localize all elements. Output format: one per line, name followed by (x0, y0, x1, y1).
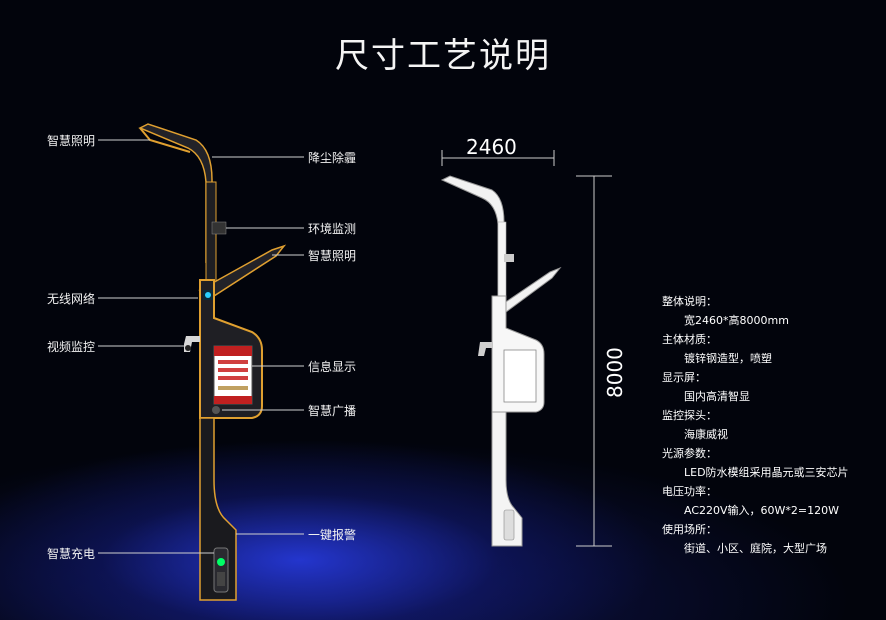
spec-heading: 电压功率： (662, 485, 717, 498)
label-smart-lighting: 智慧照明 (47, 134, 96, 148)
spec-heading: 使用场所： (662, 523, 717, 536)
label-environment-monitoring: 环境监测 (308, 222, 357, 236)
spec-value: LED防水模组采用晶元或三安芯片 (684, 466, 849, 479)
label-info-display: 信息显示 (308, 360, 357, 374)
spec-value: 镀锌钢造型，喷塑 (684, 352, 772, 365)
spec-value: AC220V输入，60W*2=120W (684, 504, 839, 517)
label-emergency-alarm: 一键报警 (308, 528, 357, 542)
page-title: 尺寸工艺说明 (335, 36, 551, 76)
label-video-surveillance: 视频监控 (47, 340, 96, 354)
spec-value: 宽2460*高8000mm (684, 314, 789, 327)
spec-value: 海康威视 (684, 428, 728, 441)
label-wireless-network: 无线网络 (47, 292, 96, 306)
label-smart-broadcast: 智慧广播 (308, 404, 357, 418)
dimension-height: 8000 (603, 347, 627, 398)
spec-heading: 监控探头： (662, 409, 717, 422)
spec-heading: 光源参数： (662, 447, 717, 460)
label-smart-lighting-2: 智慧照明 (308, 249, 357, 263)
spec-heading: 主体材质： (662, 333, 717, 346)
spec-value: 街道、小区、庭院，大型广场 (684, 542, 827, 555)
spec-list: 整体说明： 宽2460*高8000mm 主体材质： 镀锌钢造型，喷塑 显示屏： … (662, 292, 849, 558)
spec-heading: 整体说明： (662, 295, 717, 308)
label-dust-removal: 降尘除霾 (308, 151, 357, 165)
spec-heading: 显示屏： (662, 371, 706, 384)
dimension-width: 2460 (466, 135, 517, 159)
spec-value: 国内高清智显 (684, 390, 750, 403)
label-smart-charging: 智慧充电 (47, 547, 96, 561)
